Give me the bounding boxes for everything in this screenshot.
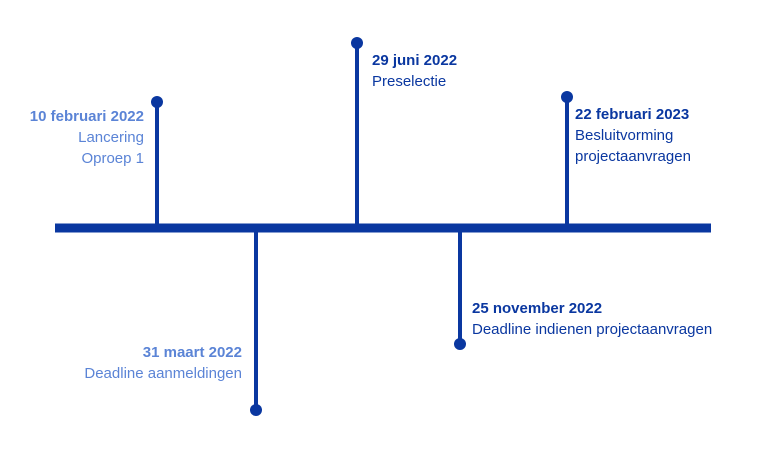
milestone-date-5: 22 februari 2023 <box>575 106 690 123</box>
milestone-label-5: 22 februari 2023 Besluitvorming projecta… <box>575 104 691 167</box>
milestone-dot-group <box>151 37 573 416</box>
milestone-text-1a: Lancering <box>78 129 144 146</box>
milestone-text-5a: Besluitvorming <box>575 127 674 144</box>
milestone-label-2: 31 maart 2022 Deadline aanmeldingen <box>84 342 242 384</box>
milestone-dot-1 <box>151 96 163 108</box>
milestone-text-1b: Oproep 1 <box>81 150 144 167</box>
milestone-label-3: 29 juni 2022 Preselectie <box>372 50 457 92</box>
milestone-text-3a: Preselectie <box>372 73 447 90</box>
milestone-dot-3 <box>351 37 363 49</box>
milestone-date-4: 25 november 2022 <box>472 300 603 317</box>
milestone-dot-4 <box>454 338 466 350</box>
milestone-label-4: 25 november 2022 Deadline indienen proje… <box>472 298 712 340</box>
milestone-dot-5 <box>561 91 573 103</box>
milestone-dot-2 <box>250 404 262 416</box>
milestone-date-3: 29 juni 2022 <box>372 52 458 69</box>
milestone-date-1: 10 februari 2022 <box>29 108 144 125</box>
milestone-label-1: 10 februari 2022 Lancering Oproep 1 <box>30 106 144 169</box>
milestone-text-5b: projectaanvragen <box>575 148 691 165</box>
milestone-stem-group <box>155 43 569 410</box>
milestone-text-2a: Deadline aanmeldingen <box>84 365 242 382</box>
milestone-text-4a: Deadline indienen projectaanvragen <box>472 321 713 338</box>
milestone-date-2: 31 maart 2022 <box>142 344 242 361</box>
